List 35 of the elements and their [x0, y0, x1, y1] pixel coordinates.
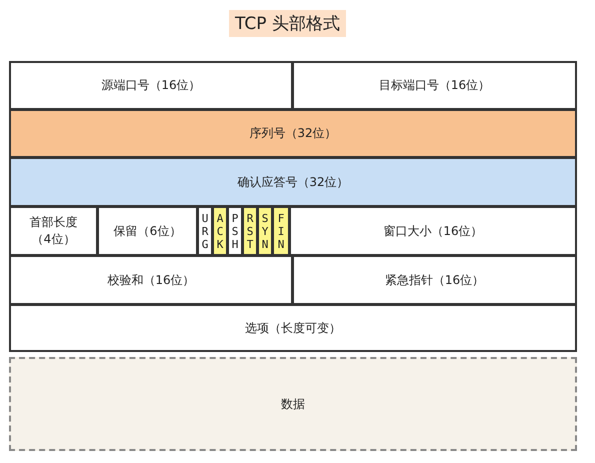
header-field	[9, 109, 577, 158]
flag-bit-field	[257, 206, 273, 256]
header-field	[9, 206, 98, 256]
field-label: 序列号（32位）	[249, 125, 337, 142]
field-label: 选项（长度可变）	[245, 320, 341, 336]
flag-bit-field	[227, 206, 243, 256]
header-field	[292, 61, 577, 110]
header-field	[9, 255, 293, 305]
data-section	[9, 357, 577, 451]
field-label: 保留（6位）	[114, 222, 182, 240]
field-label: 紧急指针（16位）	[384, 272, 484, 288]
flag-bit-field	[197, 206, 213, 256]
flag-name: PSH	[231, 212, 239, 250]
flag-bit-field	[242, 206, 258, 256]
header-field	[292, 255, 577, 305]
flag-name: SYN	[261, 212, 269, 250]
flag-name: FIN	[277, 212, 285, 250]
flag-name: ACK	[216, 212, 224, 250]
field-label: 目标端口号（16位）	[378, 77, 490, 94]
header-field	[97, 206, 198, 256]
field-label: 首部长度（4位）	[28, 214, 78, 248]
field-label: 校验和（16位）	[107, 272, 195, 288]
field-label: 数据	[281, 396, 305, 412]
field-label: 窗口大小（16位）	[383, 222, 483, 240]
field-label: 确认应答号（32位）	[237, 174, 349, 190]
field-label: 源端口号（16位）	[101, 77, 201, 94]
flag-bit-field	[272, 206, 290, 256]
title: TCP 头部格式	[229, 10, 346, 37]
flag-bit-field	[212, 206, 228, 256]
header-field	[9, 61, 293, 110]
flag-name: RST	[246, 212, 254, 250]
header-field	[9, 157, 577, 207]
header-field	[289, 206, 577, 256]
flag-name: URG	[201, 212, 209, 250]
header-field	[9, 304, 577, 352]
